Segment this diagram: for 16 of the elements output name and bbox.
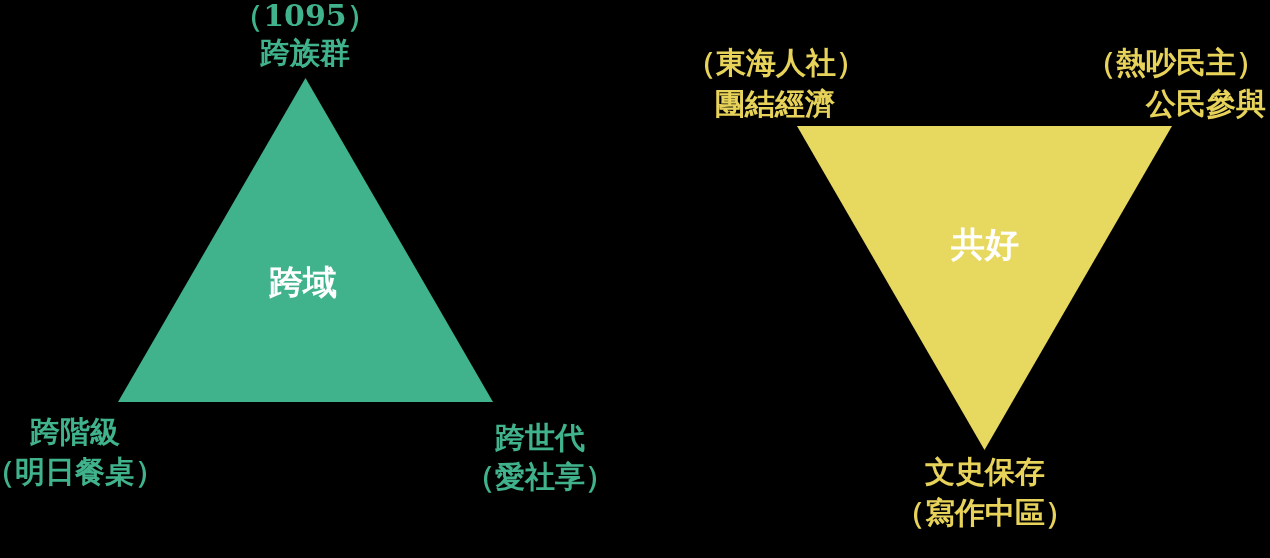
- vertex-label: （寫作中區）: [895, 495, 1075, 531]
- vertex-label: （熱吵民主）: [1086, 45, 1266, 81]
- center-label: 共好: [951, 225, 1019, 265]
- vertex-label: （1095）: [233, 0, 377, 34]
- vertex-label: 跨族群: [260, 35, 350, 71]
- vertex-label: 團結經濟: [715, 86, 835, 122]
- vertex-label: 跨階級: [30, 414, 120, 450]
- center-label: 跨域: [269, 263, 337, 303]
- inverted-triangle: [797, 126, 1172, 450]
- vertex-label: （愛社享）: [465, 459, 615, 495]
- vertex-label: 公民參與: [1146, 86, 1266, 122]
- triangle: [118, 78, 493, 402]
- vertex-label: （明日餐桌）: [0, 454, 165, 490]
- vertex-label: （東海人社）: [686, 45, 866, 81]
- vertex-label: 文史保存: [925, 454, 1045, 490]
- vertex-label: 跨世代: [495, 420, 585, 456]
